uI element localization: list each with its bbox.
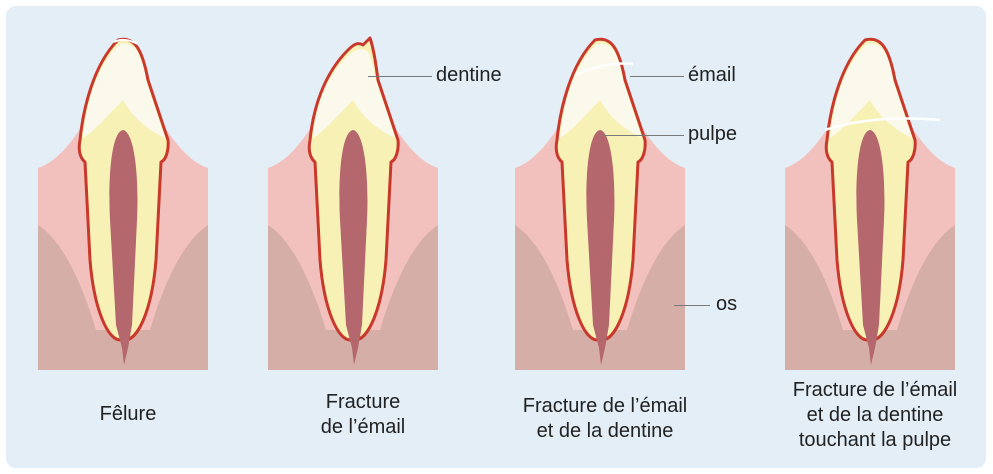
caption-felure-line1: Fêlure <box>48 402 208 427</box>
leader-email <box>630 76 684 77</box>
caption-fracture-pulpe-line1: Fracture de l’émail <box>760 378 990 403</box>
caption-fracture-email-line2: de l’émail <box>283 415 443 440</box>
caption-fracture-email-dentine: Fracture de l’émail et de la dentine <box>490 394 720 444</box>
tooth-felure <box>38 20 208 375</box>
label-pulpe: pulpe <box>688 123 737 145</box>
caption-fracture-email-dentine-line2: et de la dentine <box>490 419 720 444</box>
leader-pulpe <box>604 135 684 136</box>
caption-fracture-email-dentine-line1: Fracture de l’émail <box>490 394 720 419</box>
tooth-fracture-email <box>268 20 438 375</box>
caption-fracture-pulpe: Fracture de l’émail et de la dentine tou… <box>760 378 990 453</box>
tooth-fracture-email-dentine <box>515 20 685 375</box>
tooth-fracture-pulpe <box>785 20 955 375</box>
leader-os <box>674 305 710 306</box>
caption-fracture-pulpe-line3: touchant la pulpe <box>760 428 990 453</box>
label-os: os <box>716 293 737 315</box>
caption-fracture-email: Fracture de l’émail <box>283 390 443 440</box>
label-email: émail <box>688 64 736 86</box>
caption-fracture-email-line1: Fracture <box>283 390 443 415</box>
leader-dentine <box>368 76 432 77</box>
caption-felure: Fêlure <box>48 402 208 427</box>
caption-fracture-pulpe-line2: et de la dentine <box>760 403 990 428</box>
label-dentine: dentine <box>436 64 502 86</box>
